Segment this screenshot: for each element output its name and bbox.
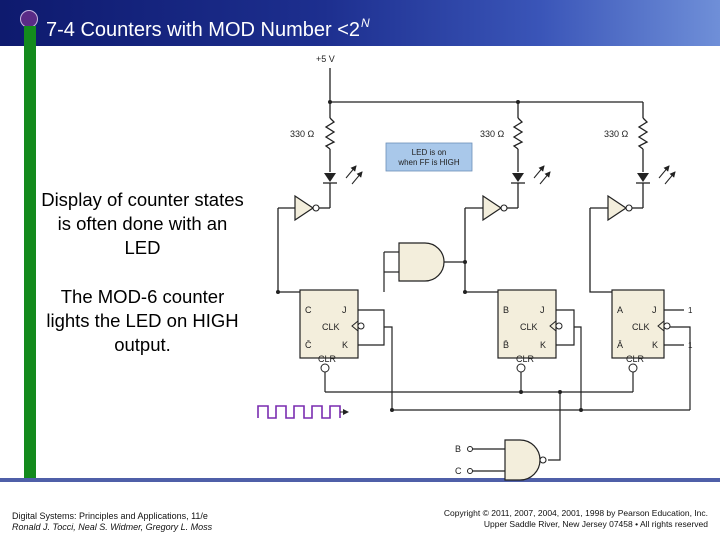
footer-citation: Digital Systems: Principles and Applicat… — [12, 511, 212, 533]
ff-c-j: J — [342, 305, 347, 315]
inverter-b-icon — [465, 194, 518, 222]
ff-b-k: K — [540, 340, 546, 350]
ff-c-clk: CLK — [322, 322, 340, 332]
ff-b-qbar: B̄ — [503, 340, 509, 350]
footer-divider — [0, 478, 720, 482]
footer-authors: Ronald J. Tocci, Neal S. Widmer, Gregory… — [12, 522, 213, 532]
inverter-a-icon — [590, 194, 643, 222]
and-gate-icon — [383, 242, 467, 292]
supply-label: +5 V — [316, 54, 335, 64]
j-input-label: 1 — [688, 306, 693, 315]
led-a-icon — [636, 165, 676, 208]
ff-a-q: A — [617, 305, 623, 315]
ff-a-clr: CLR — [626, 354, 645, 364]
clock-waveform-icon — [257, 405, 349, 419]
footer-copyright-line2: Upper Saddle River, New Jersey 07458 • A… — [483, 519, 708, 529]
led-c-icon — [323, 165, 363, 208]
slide-title: 7-4 Counters with MOD Number <2N — [46, 6, 370, 41]
footer-copyright-line1: Copyright © 2011, 2007, 2004, 2001, 1998… — [443, 508, 708, 518]
led-b-icon — [511, 165, 551, 208]
ff-b-clr: CLR — [516, 354, 535, 364]
ff-b-clk: CLK — [520, 322, 538, 332]
flipflop-c: C J CLK C̄ K CLR — [299, 289, 365, 392]
led-note-line2: when FF is HIGH — [397, 158, 460, 167]
resistor-branch-b: 330 Ω — [480, 102, 524, 172]
ff-b-q: B — [503, 305, 509, 315]
accent-bar — [24, 26, 36, 478]
resistor-b-label: 330 Ω — [480, 129, 505, 139]
ff-a-qbar: Ā — [617, 340, 623, 350]
flipflop-a: A J CLK Ā K CLR 1 1 — [611, 289, 693, 392]
wire-b-out — [574, 326, 582, 410]
nand-input-b: B — [455, 444, 461, 454]
footer-copyright: Copyright © 2011, 2007, 2004, 2001, 1998… — [444, 508, 708, 530]
led-note-box — [385, 142, 473, 172]
ff-c-q: C — [305, 305, 312, 315]
ff-c-k: K — [342, 340, 348, 350]
resistor-a-label: 330 Ω — [604, 129, 629, 139]
ff-a-clk: CLK — [632, 322, 650, 332]
ff-c-clr: CLR — [318, 354, 337, 364]
ff-b-j: J — [540, 305, 545, 315]
wire-b-led — [464, 208, 498, 293]
resistor-c-label: 330 Ω — [290, 129, 315, 139]
ff-a-k: K — [652, 340, 658, 350]
wire-c-led — [277, 208, 300, 293]
title-bar — [0, 0, 720, 46]
wire-c-out — [384, 326, 393, 410]
led-note-line1: LED is on — [412, 148, 447, 157]
callout-mod6-led: The MOD-6 counter lights the LED on HIGH… — [46, 286, 239, 355]
ff-a-j: J — [652, 305, 657, 315]
nand-input-c: C — [455, 466, 462, 476]
wire-a-led — [589, 208, 612, 293]
title-superscript: N — [361, 16, 370, 30]
resistor-branch-c: 330 Ω — [290, 102, 336, 172]
inverter-c-icon — [278, 194, 330, 222]
ff-c-qbar: C̄ — [305, 340, 312, 350]
title-text: 7-4 Counters with MOD Number <2 — [46, 19, 361, 41]
footer-book-title: Digital Systems: Principles and Applicat… — [12, 511, 208, 521]
nand-gate-icon: B C — [455, 439, 547, 481]
resistor-branch-a: 330 Ω — [604, 102, 649, 172]
callout-led-display: Display of counter states is often done … — [41, 189, 244, 258]
flipflop-b: B J CLK B̄ K CLR — [497, 289, 563, 392]
